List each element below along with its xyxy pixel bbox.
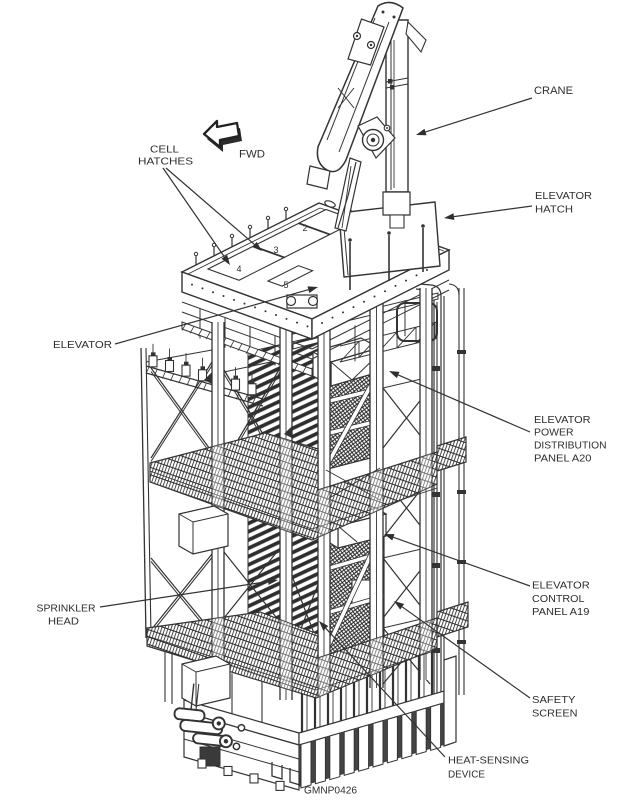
- svg-text:SPRINKLER: SPRINKLER: [37, 603, 96, 615]
- svg-text:ELEVATOR: ELEVATOR: [532, 580, 590, 592]
- svg-text:CELL: CELL: [150, 144, 179, 156]
- svg-text:FWD: FWD: [239, 149, 265, 161]
- svg-text:SCREEN: SCREEN: [532, 707, 578, 719]
- svg-text:PANEL A20: PANEL A20: [534, 452, 592, 464]
- svg-text:ELEVATOR: ELEVATOR: [535, 190, 592, 202]
- svg-text:3: 3: [273, 245, 278, 255]
- svg-text:SAFETY: SAFETY: [532, 694, 576, 706]
- svg-text:2: 2: [302, 223, 307, 233]
- svg-text:DISTRIBUTION: DISTRIBUTION: [534, 440, 607, 452]
- svg-text:4: 4: [236, 264, 241, 274]
- svg-text:HEAD: HEAD: [48, 616, 79, 628]
- svg-text:DEVICE: DEVICE: [448, 769, 485, 781]
- svg-text:ELEVATOR: ELEVATOR: [534, 414, 591, 426]
- svg-text:CRANE: CRANE: [534, 85, 573, 97]
- svg-text:5: 5: [283, 280, 288, 290]
- svg-text:HATCH: HATCH: [535, 203, 573, 215]
- svg-text:HATCHES: HATCHES: [138, 156, 193, 168]
- svg-text:GMNP0426: GMNP0426: [304, 785, 357, 797]
- svg-text:PANEL A19: PANEL A19: [532, 606, 590, 618]
- svg-text:HEAT-SENSING: HEAT-SENSING: [448, 755, 529, 767]
- svg-text:POWER: POWER: [534, 427, 574, 439]
- svg-text:ELEVATOR: ELEVATOR: [53, 339, 112, 351]
- svg-text:CONTROL: CONTROL: [532, 593, 585, 605]
